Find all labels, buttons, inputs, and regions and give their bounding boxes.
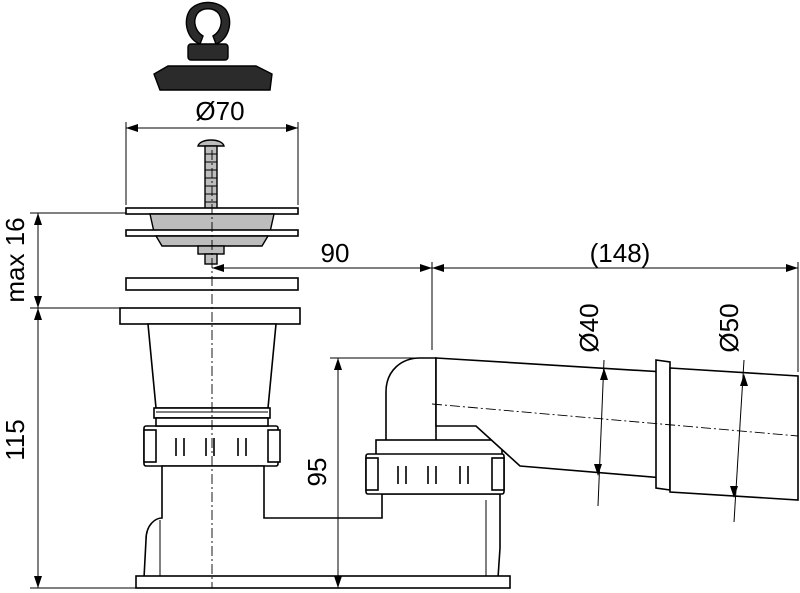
rubber-stopper: [153, 1, 273, 91]
outlet-pipe: [435, 357, 799, 501]
dimension-horizontal-offset: 90: [212, 238, 432, 272]
label-diameter-70: Ø70: [195, 96, 244, 126]
dimension-total-height: 115: [0, 308, 140, 589]
label-max-16: max 16: [0, 217, 30, 302]
label-95: 95: [302, 458, 332, 487]
dimension-outlet-inner-diameter: Ø40: [574, 303, 608, 507]
center-screw: [197, 139, 225, 211]
dimension-stopper-diameter: Ø70: [125, 96, 299, 205]
drain-body-funnel: [119, 307, 301, 419]
dimension-max-height: max 16: [0, 212, 126, 309]
label-diameter-40: Ø40: [574, 303, 604, 352]
right-coupling-nut: [365, 453, 505, 495]
dimension-outlet-outer-diameter: Ø50: [714, 303, 748, 523]
dimension-outlet-height: 95: [302, 357, 436, 588]
outlet-centerline: [431, 403, 799, 437]
label-90: 90: [321, 238, 350, 268]
label-diameter-50: Ø50: [714, 303, 744, 352]
dimension-outlet-length: (148): [431, 238, 799, 372]
label-148: (148): [590, 238, 651, 268]
label-115: 115: [0, 419, 30, 460]
outlet-elbow: [375, 357, 503, 457]
